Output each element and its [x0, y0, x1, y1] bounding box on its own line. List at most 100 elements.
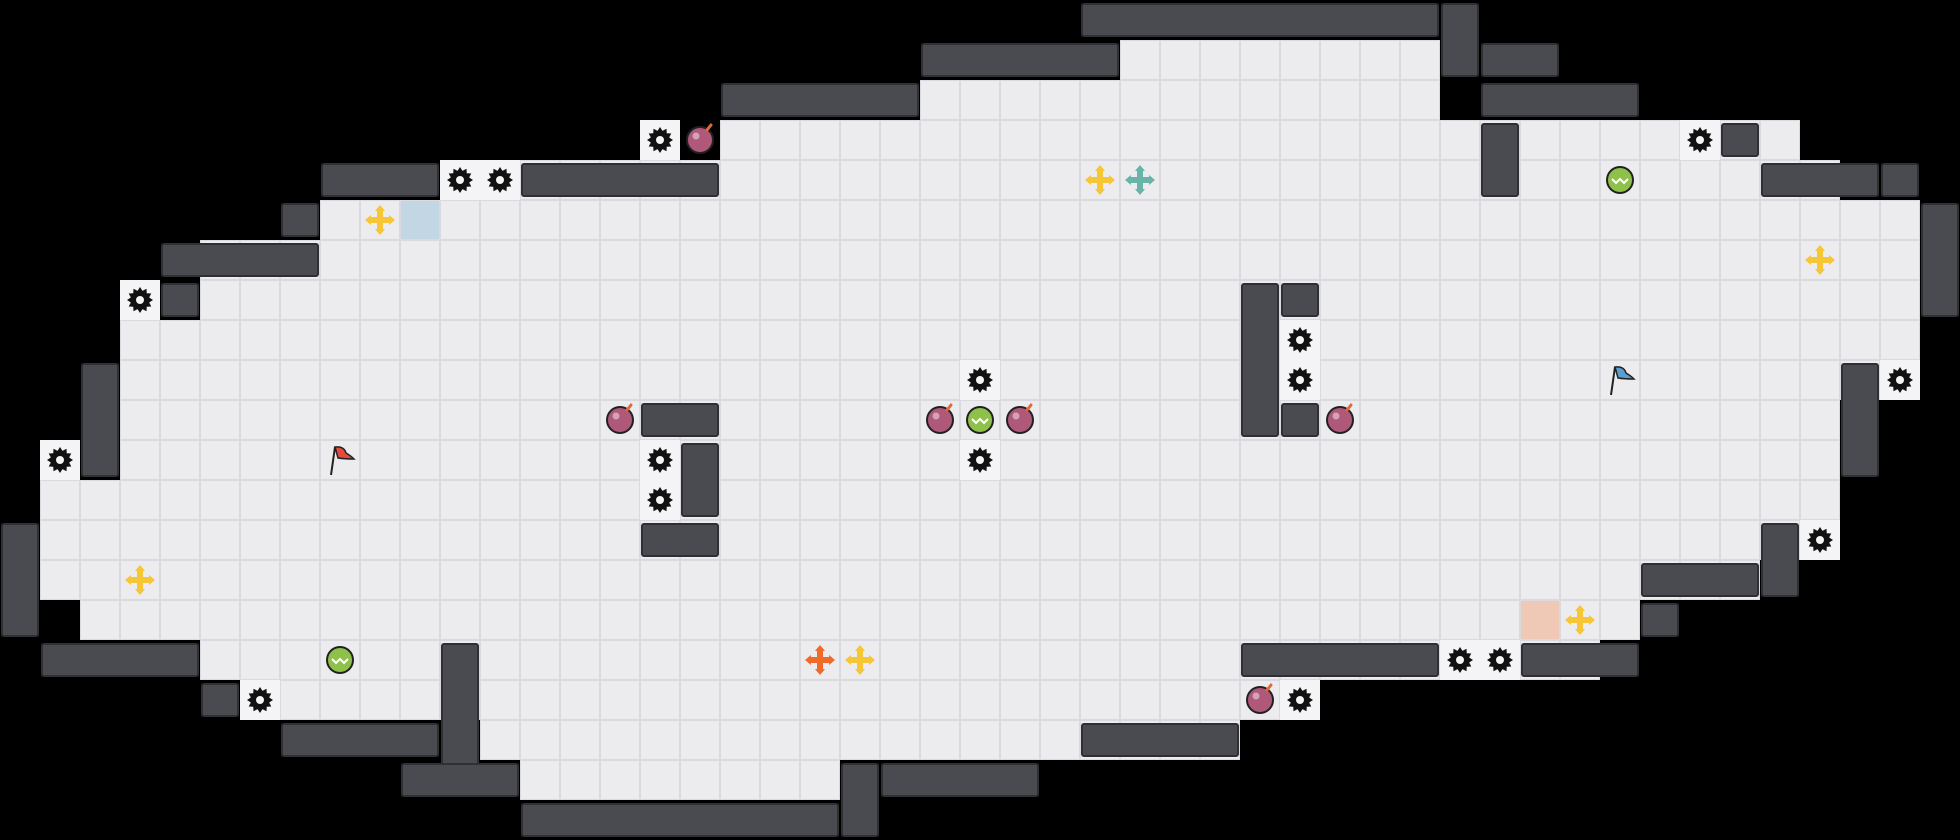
green-eye-ball-icon[interactable]	[1606, 166, 1634, 194]
floor-tile[interactable]	[320, 480, 360, 520]
floor-tile[interactable]	[1280, 600, 1320, 640]
floor-tile[interactable]	[480, 440, 520, 480]
floor-tile[interactable]	[600, 240, 640, 280]
floor-tile[interactable]	[1800, 360, 1840, 400]
floor-tile[interactable]	[80, 520, 120, 560]
floor-tile[interactable]	[960, 120, 1000, 160]
floor-tile[interactable]	[1160, 680, 1200, 720]
floor-tile[interactable]	[320, 440, 360, 480]
floor-tile[interactable]	[480, 720, 520, 760]
floor-tile[interactable]	[1480, 560, 1520, 600]
floor-tile[interactable]	[1280, 200, 1320, 240]
floor-tile[interactable]	[360, 440, 400, 480]
yellow-cross-arrow-icon[interactable]	[125, 565, 155, 595]
floor-tile[interactable]	[1640, 200, 1680, 240]
floor-tile[interactable]	[1360, 40, 1400, 80]
floor-tile[interactable]	[1440, 120, 1480, 160]
floor-tile[interactable]	[1680, 440, 1720, 480]
floor-tile[interactable]	[1000, 520, 1040, 560]
floor-tile[interactable]	[1520, 280, 1560, 320]
floor-tile[interactable]	[760, 760, 800, 800]
floor-tile[interactable]	[1200, 360, 1240, 400]
floor-tile[interactable]	[1520, 520, 1560, 560]
floor-tile[interactable]	[1480, 480, 1520, 520]
floor-tile[interactable]	[1000, 680, 1040, 720]
floor-tile[interactable]	[1320, 200, 1360, 240]
floor-tile[interactable]	[680, 680, 720, 720]
floor-tile[interactable]	[800, 560, 840, 600]
floor-tile[interactable]	[1320, 160, 1360, 200]
floor-tile[interactable]	[440, 600, 480, 640]
floor-tile[interactable]	[960, 280, 1000, 320]
floor-tile[interactable]	[160, 560, 200, 600]
gear-hazard-icon[interactable]	[40, 440, 80, 480]
floor-tile[interactable]	[1680, 280, 1720, 320]
gear-hazard-icon[interactable]	[1880, 360, 1920, 400]
floor-tile[interactable]	[920, 720, 960, 760]
floor-tile[interactable]	[880, 240, 920, 280]
floor-tile[interactable]	[1120, 360, 1160, 400]
floor-tile[interactable]	[1600, 360, 1640, 400]
floor-tile[interactable]	[840, 440, 880, 480]
floor-tile[interactable]	[1560, 280, 1600, 320]
gear-hazard-icon[interactable]	[1440, 640, 1480, 680]
floor-tile[interactable]	[920, 400, 960, 440]
floor-tile[interactable]	[240, 480, 280, 520]
gear-hazard-icon[interactable]	[120, 280, 160, 320]
floor-tile[interactable]	[1720, 440, 1760, 480]
floor-tile[interactable]	[1360, 520, 1400, 560]
floor-tile[interactable]	[1520, 360, 1560, 400]
floor-tile[interactable]	[1360, 200, 1400, 240]
floor-tile[interactable]	[1080, 200, 1120, 240]
floor-tile[interactable]	[800, 240, 840, 280]
gear-hazard-icon[interactable]	[440, 160, 480, 200]
floor-tile[interactable]	[280, 320, 320, 360]
floor-tile[interactable]	[800, 680, 840, 720]
floor-tile[interactable]	[880, 520, 920, 560]
floor-tile[interactable]	[1680, 360, 1720, 400]
floor-tile[interactable]	[960, 640, 1000, 680]
floor-tile[interactable]	[600, 600, 640, 640]
floor-tile[interactable]	[840, 320, 880, 360]
floor-tile[interactable]	[120, 440, 160, 480]
floor-tile[interactable]	[1040, 600, 1080, 640]
floor-tile[interactable]	[200, 360, 240, 400]
floor-tile[interactable]	[1160, 320, 1200, 360]
floor-tile[interactable]	[720, 520, 760, 560]
floor-tile[interactable]	[1080, 640, 1120, 680]
floor-tile[interactable]	[1440, 440, 1480, 480]
floor-tile[interactable]	[680, 640, 720, 680]
floor-tile[interactable]	[1080, 520, 1120, 560]
floor-tile[interactable]	[800, 720, 840, 760]
floor-tile[interactable]	[400, 640, 440, 680]
mine-bomb-icon[interactable]	[1006, 403, 1034, 434]
floor-tile[interactable]	[320, 280, 360, 320]
floor-tile[interactable]	[1800, 440, 1840, 480]
floor-tile[interactable]	[1360, 480, 1400, 520]
floor-tile[interactable]	[840, 360, 880, 400]
floor-tile[interactable]	[1080, 320, 1120, 360]
floor-tile[interactable]	[280, 480, 320, 520]
floor-tile[interactable]	[1000, 400, 1040, 440]
floor-tile[interactable]	[1520, 120, 1560, 160]
gear-hazard-icon[interactable]	[640, 120, 680, 160]
floor-tile[interactable]	[1200, 120, 1240, 160]
floor-tile[interactable]	[40, 560, 80, 600]
floor-tile[interactable]	[480, 320, 520, 360]
floor-tile[interactable]	[640, 760, 680, 800]
floor-tile[interactable]	[1160, 600, 1200, 640]
floor-tile[interactable]	[960, 240, 1000, 280]
floor-tile[interactable]	[400, 480, 440, 520]
floor-tile[interactable]	[1120, 240, 1160, 280]
floor-tile[interactable]	[1080, 120, 1120, 160]
floor-tile[interactable]	[1680, 520, 1720, 560]
yellow-cross-arrow-icon[interactable]	[845, 645, 875, 675]
floor-tile[interactable]	[400, 600, 440, 640]
floor-tile[interactable]	[800, 320, 840, 360]
floor-tile[interactable]	[1560, 160, 1600, 200]
floor-tile[interactable]	[1080, 280, 1120, 320]
floor-tile[interactable]	[440, 360, 480, 400]
floor-tile[interactable]	[720, 200, 760, 240]
floor-tile[interactable]	[1360, 320, 1400, 360]
floor-tile[interactable]	[1080, 160, 1120, 200]
